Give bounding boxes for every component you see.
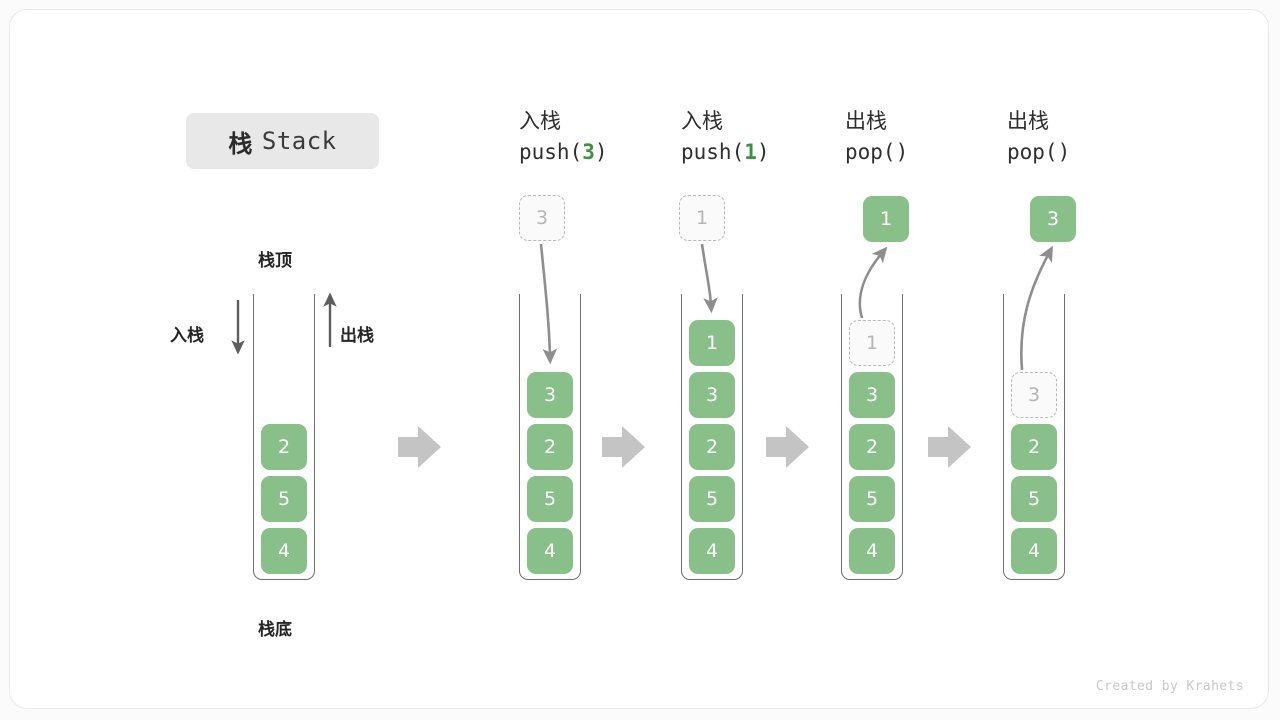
operation-code: pop() [1007, 136, 1167, 168]
operation-code: push(1) [681, 136, 841, 168]
stack-container-push-1 [681, 294, 743, 580]
code-suffix: ) [895, 140, 909, 164]
popped-ghost-cell: 3 [1011, 372, 1057, 418]
code-suffix: ) [756, 140, 770, 164]
code-prefix: push( [519, 140, 583, 164]
stack-cell: 3 [527, 372, 573, 418]
operation-cn: 出栈 [845, 109, 887, 133]
stack-cell: 4 [261, 528, 307, 574]
label-pop-side: 出栈 [340, 326, 374, 346]
popped-result-cell: 1 [863, 196, 909, 242]
stack-cell: 4 [689, 528, 735, 574]
footer-credit: Created by Krahets [1095, 679, 1244, 694]
popped-result-cell: 3 [1030, 196, 1076, 242]
stack-cell: 4 [527, 528, 573, 574]
code-prefix: pop( [845, 140, 896, 164]
stack-cell: 2 [1011, 424, 1057, 470]
code-argument: 1 [744, 140, 757, 164]
floating-ghost-cell: 3 [519, 195, 565, 241]
title-cn: 栈 [228, 129, 253, 158]
diagram-title-chip: 栈 Stack [186, 113, 379, 169]
operation-cn: 入栈 [519, 109, 561, 133]
stack-cell: 1 [689, 320, 735, 366]
stack-cell: 2 [527, 424, 573, 470]
operation-code: push(3) [519, 136, 679, 168]
stack-container-push-3 [519, 294, 581, 580]
stack-cell: 5 [261, 476, 307, 522]
stack-container-pop-3 [1003, 294, 1065, 580]
label-stack-top: 栈顶 [258, 251, 292, 271]
stack-cell: 4 [1011, 528, 1057, 574]
stack-cell: 2 [261, 424, 307, 470]
operation-cn: 入栈 [681, 109, 723, 133]
stack-cell: 3 [849, 372, 895, 418]
stack-cell: 5 [1011, 476, 1057, 522]
stack-cell: 5 [527, 476, 573, 522]
operation-label-pop-3: 出栈 pop() [1007, 106, 1167, 168]
stack-container-pop-1 [841, 294, 903, 580]
operation-label-push-1: 入栈 push(1) [681, 106, 841, 168]
title-en: Stack [261, 127, 337, 155]
label-push-side: 入栈 [170, 326, 204, 346]
code-prefix: pop( [1007, 140, 1058, 164]
stack-cell: 2 [689, 424, 735, 470]
operation-label-push-3: 入栈 push(3) [519, 106, 679, 168]
stack-cell: 4 [849, 528, 895, 574]
label-stack-bottom: 栈底 [258, 620, 292, 640]
stack-cell: 2 [849, 424, 895, 470]
operation-cn: 出栈 [1007, 109, 1049, 133]
popped-ghost-cell: 1 [849, 320, 895, 366]
operation-label-pop-1: 出栈 pop() [845, 106, 1005, 168]
code-suffix: ) [594, 140, 608, 164]
code-argument: 3 [582, 140, 595, 164]
stack-cell: 3 [689, 372, 735, 418]
floating-ghost-cell: 1 [679, 195, 725, 241]
stack-cell: 5 [689, 476, 735, 522]
code-suffix: ) [1057, 140, 1071, 164]
operation-code: pop() [845, 136, 1005, 168]
code-prefix: push( [681, 140, 745, 164]
stack-container-initial [253, 294, 315, 580]
stack-cell: 5 [849, 476, 895, 522]
